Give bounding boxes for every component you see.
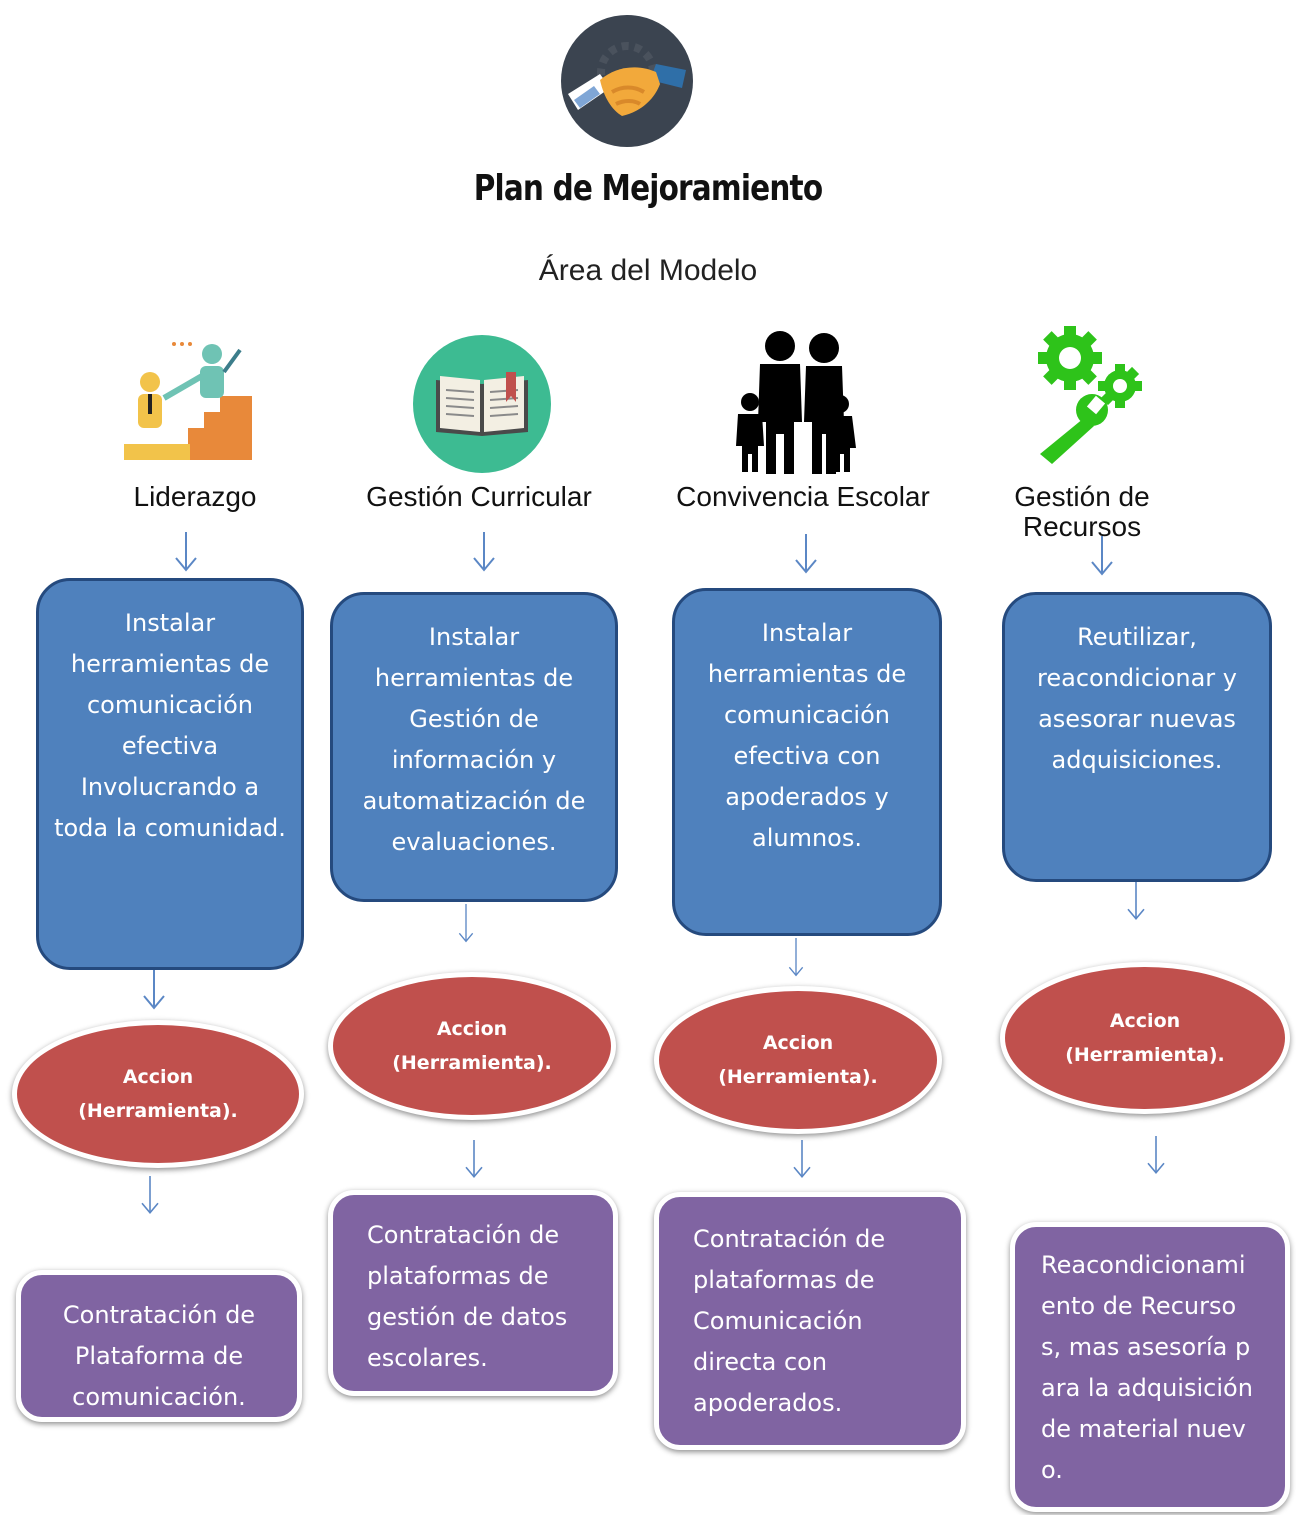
result-box-gestion-recursos: Reacondicionamiento de Recursos, mas ase… [1010, 1222, 1290, 1512]
arrow-down-icon [1091, 536, 1113, 576]
arrow-down-icon [175, 532, 197, 572]
objective-text: Reutilizar, reacondicionar y asesorar nu… [1037, 623, 1237, 774]
area-label-gestion-recursos: Gestión de Recursos [1014, 481, 1150, 542]
objective-box-liderazgo: Instalar herramientas de comunicación ef… [36, 578, 304, 970]
result-text: Reacondicionamiento de Recursos, mas ase… [1041, 1251, 1253, 1484]
result-box-gestion-curricular: Contratación de plataformas de gestión d… [328, 1190, 618, 1396]
result-text: Contratación de Plataforma de comunicaci… [62, 1301, 256, 1411]
action-text: Accion (Herramienta). [1065, 1010, 1225, 1066]
result-box-liderazgo: Contratación de Plataforma de comunicaci… [16, 1270, 302, 1422]
arrow-down-icon [795, 534, 817, 574]
objective-text: Instalar herramientas de Gestión de info… [362, 623, 586, 856]
arrow-down-icon [788, 938, 804, 977]
family-icon [736, 331, 856, 474]
result-text: Contratación de plataformas de Comunicac… [693, 1225, 886, 1417]
handshake-icon [561, 15, 693, 147]
result-text: Contratación de plataformas de gestión d… [367, 1221, 568, 1372]
arrow-down-icon [458, 904, 474, 943]
action-text: Accion (Herramienta). [78, 1066, 238, 1122]
arrow-down-icon [465, 1140, 483, 1179]
arrow-down-icon [1147, 1136, 1165, 1175]
result-box-convivencia-escolar: Contratación de plataformas de Comunicac… [654, 1192, 966, 1450]
arrow-down-icon [141, 1176, 159, 1215]
arrow-down-icon [793, 1140, 811, 1179]
arrow-down-icon [473, 532, 495, 572]
open-book-icon [413, 335, 551, 473]
objective-text: Instalar herramientas de comunicación ef… [707, 619, 907, 852]
action-oval-liderazgo: Accion (Herramienta). [12, 1020, 304, 1168]
objective-box-gestion-recursos: Reutilizar, reacondicionar y asesorar nu… [1002, 592, 1272, 882]
gears-wrench-icon [1038, 326, 1142, 464]
area-label-gestion-curricular: Gestión Curricular [366, 481, 592, 512]
arrow-down-icon [143, 970, 165, 1010]
objective-box-convivencia-escolar: Instalar herramientas de comunicación ef… [672, 588, 942, 936]
action-oval-convivencia-escolar: Accion (Herramienta). [654, 986, 942, 1134]
arrow-down-icon [1127, 882, 1145, 921]
leadership-stairs-icon [124, 342, 252, 460]
area-label-liderazgo: Liderazgo [133, 481, 257, 512]
objective-text: Instalar herramientas de comunicación ef… [54, 609, 286, 842]
action-text: Accion (Herramienta). [392, 1018, 552, 1074]
action-oval-gestion-recursos: Accion (Herramienta). [1000, 962, 1290, 1114]
action-text: Accion (Herramienta). [718, 1032, 878, 1088]
page-subtitle: Área del Modelo [538, 254, 758, 287]
objective-box-gestion-curricular: Instalar herramientas de Gestión de info… [330, 592, 618, 902]
action-oval-gestion-curricular: Accion (Herramienta). [328, 972, 616, 1120]
area-label-convivencia-escolar: Convivencia Escolar [676, 481, 930, 512]
page-title: Plan de Mejoramiento [473, 168, 823, 209]
